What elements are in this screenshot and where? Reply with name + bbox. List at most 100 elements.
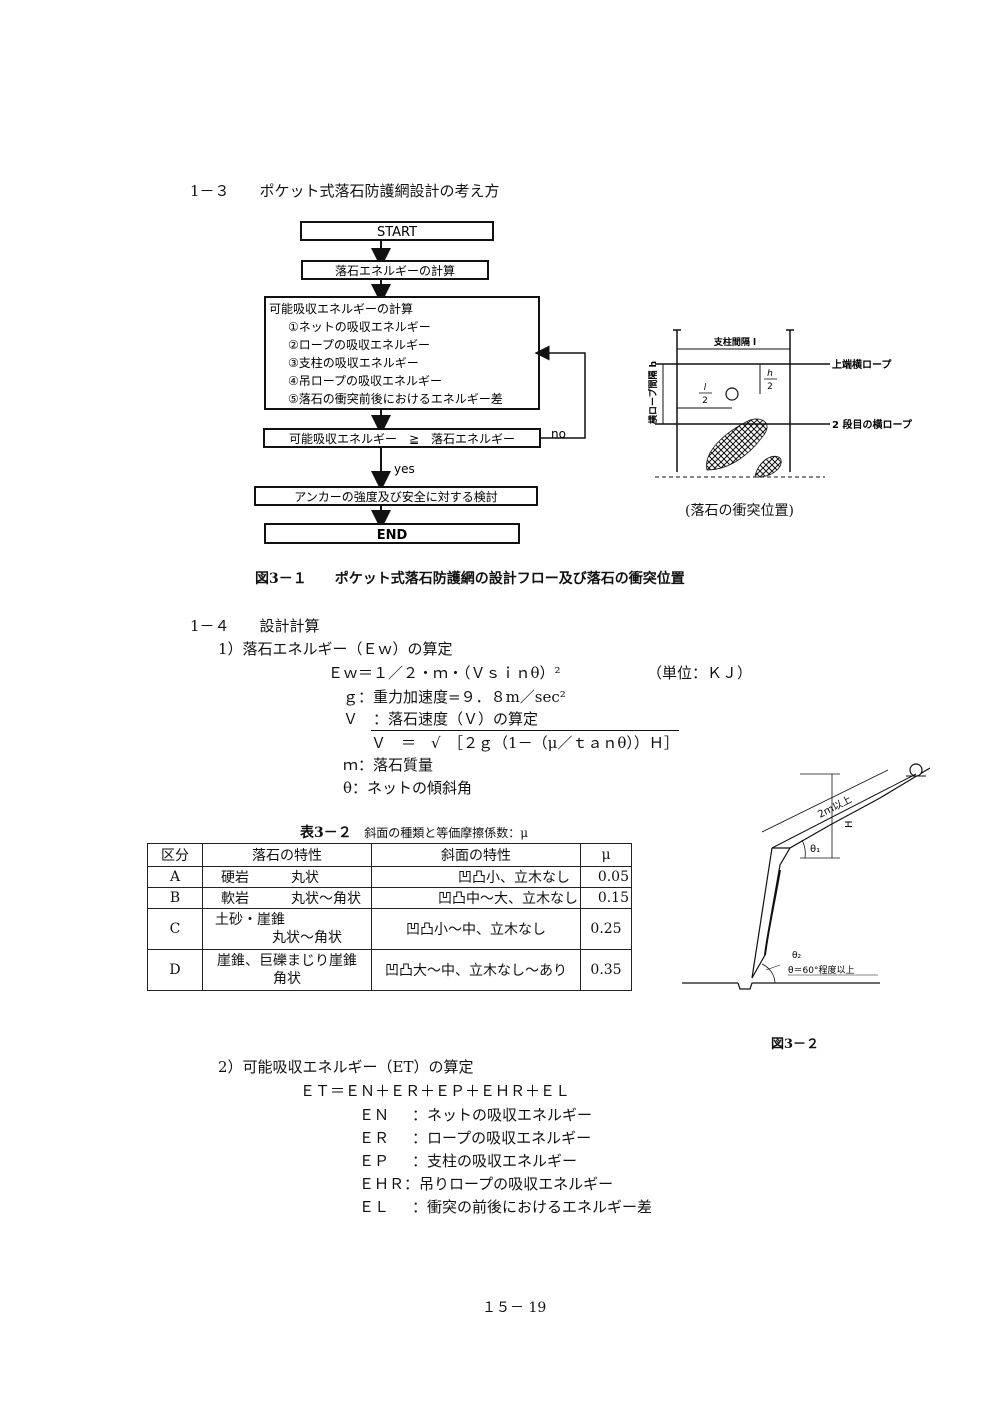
cell-mu: 0.35 [580, 949, 632, 991]
table32-caption: 表3－２ 斜面の種類と等価摩擦係数：μ [300, 822, 528, 842]
rock-impact-area [706, 418, 768, 471]
cell-id: B [147, 887, 203, 909]
half-l-den: 2 [702, 396, 708, 406]
distance-label: 2ｍ以上 [816, 793, 854, 820]
cell-id: C [147, 908, 203, 950]
table-header-row: 区分 落石の特性 斜面の特性 μ [147, 843, 632, 867]
absorb-formula: ＥＴ＝ＥＮ＋ＥＲ＋ＥＰ＋ＥＨＲ＋ＥＬ [300, 1082, 571, 1100]
second-rope-label: 2 段目の横ロープ [832, 418, 913, 431]
rock-icon [725, 387, 739, 401]
design-flowchart: START 落石エネルギーの計算 可能吸収エネルギーの計算 ①ネットの吸収エネル… [254, 221, 586, 544]
cell-mu: 0.15 [580, 887, 632, 909]
theta-condition-label: θ＝60°程度以上 [788, 964, 854, 976]
flow-absorb-item: ③支柱の吸収エネルギー [288, 355, 419, 370]
cell-slope: 凹凸小～中、立木なし [371, 908, 581, 950]
distance-dimension [761, 769, 889, 833]
cell-slope: 凹凸大～中、立木なし～あり [371, 949, 581, 991]
cell-rock: 軟岩 丸状～角状 [202, 887, 372, 909]
subsection-1-title: 1）落石エネルギー（Ｅｗ）の算定 [218, 640, 453, 658]
flow-no-label: no [551, 427, 566, 441]
mass-def: ｍ：落石質量 [343, 756, 434, 774]
flow-absorb-item: ⑤落石の衝突前後におけるエネルギー差 [288, 391, 503, 406]
cell-id: D [147, 949, 203, 991]
flow-start-label: START [377, 225, 417, 240]
span-label: 支柱間隔 l [713, 336, 756, 348]
impact-caption: (落石の衝突位置) [685, 503, 794, 519]
term-key: ＥＮ [359, 1106, 390, 1124]
flow-no-loop [534, 345, 586, 439]
table-row: C 土砂・崖錐 丸状～角状 凹凸小～中、立木なし 0.25 [147, 908, 632, 950]
cell-mu: 0.05 [580, 866, 632, 888]
th-slope: 斜面の特性 [371, 843, 581, 867]
term-value: ：ネットの吸収エネルギー [412, 1106, 593, 1124]
flow-yes-label: yes [394, 462, 415, 476]
term-value: ：ロープの吸収エネルギー [412, 1129, 592, 1147]
flow-absorb-item: ②ロープの吸収エネルギー [288, 338, 430, 352]
flow-absorb-item: ①ネットの吸収エネルギー [288, 320, 431, 334]
th-rock: 落石の特性 [202, 843, 372, 867]
flow-calc-label: 落石エネルギーの計算 [335, 263, 455, 278]
term-key: ＥＨＲ [359, 1175, 405, 1193]
fig32-caption: 図3－２ [771, 1037, 820, 1052]
cell-rock-line: 崖錐、巨礫まじり崖錐 [217, 953, 357, 969]
flow-compare-label: 可能吸収エネルギー ≧ 落石エネルギー [289, 432, 515, 446]
cell-mu: 0.25 [580, 908, 632, 950]
velocity-def: Ｖ ：落石速度（Ｖ）の算定 [343, 710, 539, 728]
theta2-label: θ₂ [792, 951, 802, 961]
impact-position-figure: 支柱間隔 l 上端横ロープ 2 段目の横ロープ 横ロープ間隔 h h 2 l 2 [647, 329, 913, 478]
term-value: ：吊りロープの吸収エネルギー [404, 1175, 614, 1193]
section-title-1-4: 1－４ 設計計算 [190, 617, 320, 635]
flow-end-label: END [377, 528, 408, 543]
table-row: D 崖錐、巨礫まじり崖錐 角状 凹凸大～中、立木なし～あり 0.35 [147, 949, 632, 991]
flow-calc-box [301, 260, 489, 280]
term-key: ＥＬ [359, 1198, 390, 1216]
section-title-1-3: 1－３ ポケット式落石防護網設計の考え方 [190, 182, 500, 200]
table-row: B 軟岩 丸状～角状 凹凸中～大、立木なし 0.15 [147, 887, 632, 909]
half-h-num: h [767, 369, 773, 379]
energy-formula: Ｅｗ＝１／２・ｍ・（Ｖｓｉｎθ）² [328, 664, 561, 682]
cell-rock: 崖錐、巨礫まじり崖錐 角状 [202, 949, 372, 991]
th-mu: μ [580, 843, 632, 867]
term-value: ：支柱の吸収エネルギー [412, 1152, 578, 1170]
flow-absorb-box [264, 296, 540, 410]
flow-start-box [300, 221, 494, 241]
cell-id: A [147, 866, 203, 888]
cell-slope: 凹凸小、立木なし [371, 866, 581, 888]
page-number: １５－ 19 [482, 1300, 547, 1316]
term-key: ＥＲ [359, 1129, 390, 1147]
table-row: A 硬岩 丸状 凹凸小、立木なし 0.05 [147, 866, 632, 888]
theta-def: θ：ネットの傾斜角 [343, 779, 473, 797]
th-category: 区分 [147, 843, 203, 867]
subsection-2-title: 2）可能吸収エネルギー（ET）の算定 [218, 1058, 474, 1076]
flow-anchor-label: アンカーの強度及び安全に対する検討 [294, 489, 498, 504]
flow-anchor-box [254, 486, 538, 506]
rope-spacing-label: 横ロープ間隔 h [647, 361, 659, 424]
table32-caption-text: 斜面の種類と等価摩擦係数：μ [364, 826, 529, 840]
gravity-def: ｇ：重力加速度=９．８m／sec² [343, 688, 566, 706]
net-line [764, 869, 781, 956]
height-label: H [844, 820, 855, 828]
theta1-label: θ₁ [810, 844, 820, 855]
rope-line [771, 773, 917, 849]
cell-rock: 硬岩 丸状 [202, 866, 372, 888]
velocity-formula: Ｖ ＝ √ ［２ｇ（1－（μ／ｔａｎθ））Ｈ］ [371, 730, 679, 753]
cell-rock-line: 丸状～角状 [272, 930, 342, 946]
cell-slope: 凹凸中～大、立木なし [371, 887, 581, 909]
rock-impact-area [754, 455, 782, 478]
cell-rock: 土砂・崖錐 丸状～角状 [202, 908, 372, 950]
slope-diagram: 2ｍ以上 H θ₁ θ₂ θ＝60°程度以上 [682, 763, 931, 990]
term-key: ＥＰ [359, 1152, 390, 1170]
cell-rock-line: 土砂・崖錐 [215, 912, 285, 928]
cell-rock-line: 角状 [273, 971, 301, 987]
friction-table: 区分 落石の特性 斜面の特性 μ A 硬岩 丸状 凹凸小、立木なし 0.05 B… [147, 843, 632, 991]
flow-absorb-title: 可能吸収エネルギーの計算 [269, 301, 413, 316]
half-l-num: l [704, 383, 707, 393]
flow-end-box [264, 523, 520, 544]
half-h-den: 2 [767, 382, 773, 392]
fig31-caption: 図3－１ ポケット式落石防護網の設計フロー及び落石の衝突位置 [255, 571, 685, 587]
term-value: ：衝突の前後におけるエネルギー差 [412, 1198, 653, 1216]
net-post [751, 847, 773, 979]
table32-caption-number: 表3－２ [300, 825, 352, 841]
flow-absorb-item: ④吊ロープの吸収エネルギー [288, 374, 442, 388]
energy-unit: （単位：ＫＪ） [647, 664, 753, 682]
